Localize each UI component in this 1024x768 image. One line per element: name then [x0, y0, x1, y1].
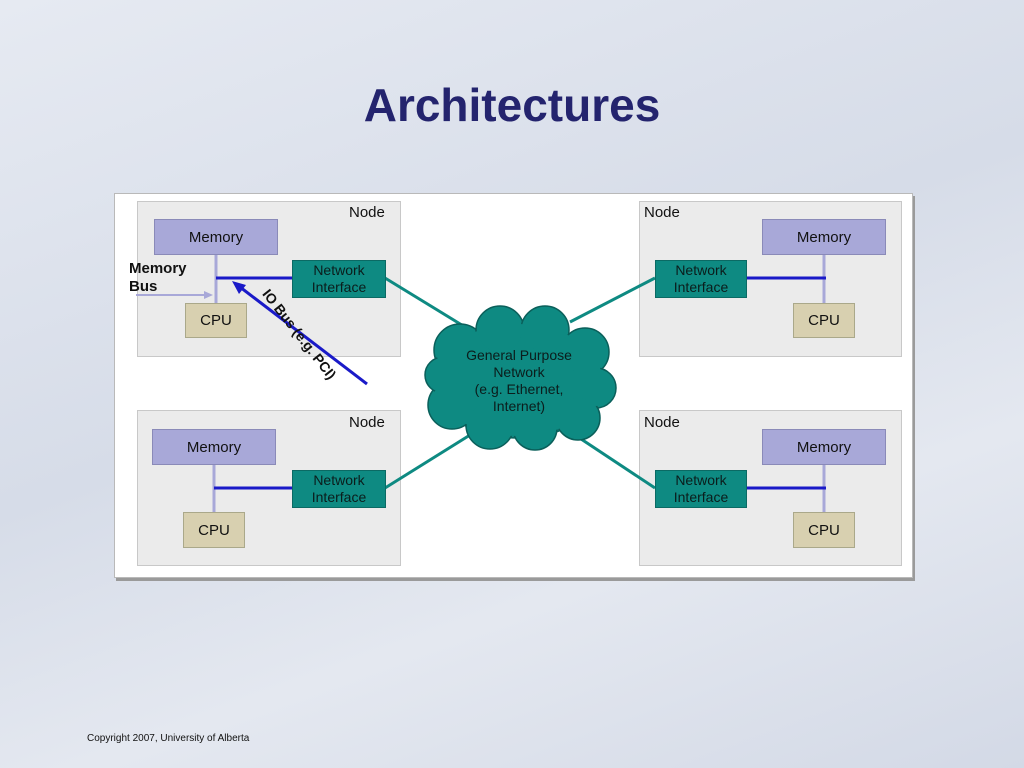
cpu-box-tr: CPU [793, 303, 855, 338]
cpu-box-bl: CPU [183, 512, 245, 548]
node-label-bl: Node [349, 414, 385, 431]
network-interface-bl: Network Interface [292, 470, 386, 508]
network-link-tr [569, 276, 656, 324]
network-interface-tl: Network Interface [292, 260, 386, 298]
slide-title: Architectures [363, 79, 661, 131]
io-bus-arrow [239, 285, 368, 386]
node-label-br: Node [644, 414, 680, 431]
memory-box-tr: Memory [762, 219, 886, 255]
memory-box-bl: Memory [152, 429, 276, 465]
node-label-tr: Node [644, 204, 680, 221]
memory-box-br: Memory [762, 429, 886, 465]
node-label-tl: Node [349, 204, 385, 221]
memory-box-tl: Memory [154, 219, 278, 255]
network-link-br [574, 433, 656, 490]
network-interface-br: Network Interface [655, 470, 747, 508]
io-bus-arrowhead [232, 281, 246, 294]
cpu-box-tl: CPU [185, 303, 247, 338]
copyright-notice: Copyright 2007, University of Alberta [87, 733, 250, 744]
network-link-bl [384, 433, 471, 490]
memory-bus-label: Memory Bus [129, 260, 187, 295]
memory-bus-arrowhead [204, 291, 213, 299]
network-interface-tr: Network Interface [655, 260, 747, 298]
network-link-tl [384, 276, 471, 332]
network-cloud-label: General Purpose Network (e.g. Ethernet, … [466, 347, 572, 414]
cpu-box-br: CPU [793, 512, 855, 548]
